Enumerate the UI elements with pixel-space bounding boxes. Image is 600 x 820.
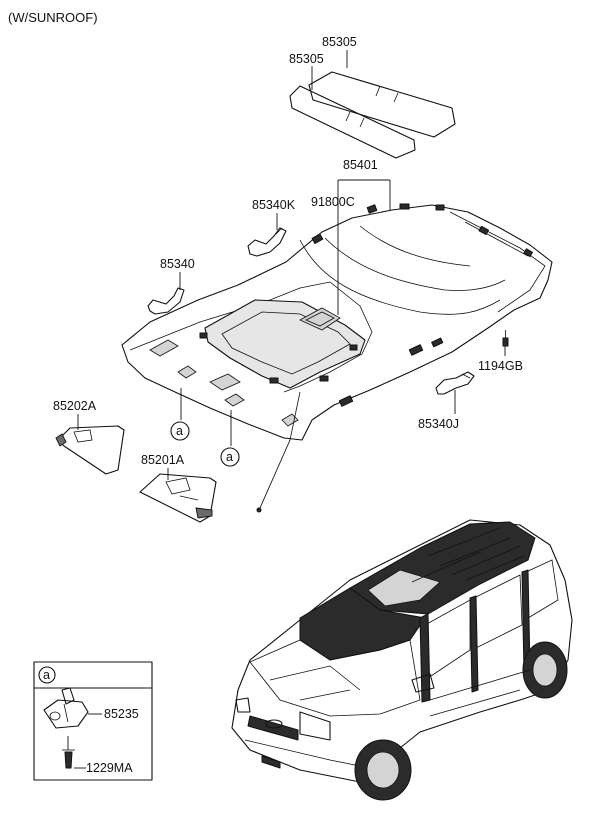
callout-a-left: a — [170, 388, 190, 441]
label-85401: 85401 — [343, 158, 378, 172]
label-85340K: 85340K — [252, 198, 296, 212]
svg-text:a: a — [176, 424, 183, 438]
label-1194GB: 1194GB — [478, 359, 523, 373]
sunroof-pad-lower — [289, 85, 416, 159]
label-85235: 85235 — [104, 707, 139, 721]
label-85340: 85340 — [160, 257, 195, 271]
svg-text:a: a — [226, 450, 233, 464]
label-85305-lower: 85305 — [289, 52, 324, 66]
label-85340J: 85340J — [418, 417, 459, 431]
vehicle-illustration — [231, 519, 573, 801]
label-85305-upper: 85305 — [322, 35, 357, 49]
assist-handle-85340 — [147, 287, 185, 315]
variant-note: (W/SUNROOF) — [8, 10, 98, 25]
label-85202A: 85202A — [53, 399, 97, 413]
assist-handle-85340K — [247, 227, 287, 257]
label-91800C: 91800C — [311, 195, 355, 209]
sunvisor-85202A — [55, 425, 125, 475]
headlining-panel — [121, 203, 553, 441]
sunvisor-85201A — [139, 473, 217, 523]
label-1229MA: 1229MA — [86, 761, 133, 775]
assist-handle-85340J — [435, 371, 475, 395]
leader-85401 — [337, 179, 391, 315]
label-85201A: 85201A — [141, 453, 185, 467]
inset-ref-a: a — [43, 668, 50, 682]
pin-clip — [256, 507, 262, 513]
detail-inset-a: a — [33, 661, 153, 781]
screw-1194GB — [502, 330, 509, 347]
callout-a-right: a — [220, 410, 240, 467]
sunroof-pad-upper — [308, 71, 456, 138]
lead-pin — [259, 439, 291, 509]
